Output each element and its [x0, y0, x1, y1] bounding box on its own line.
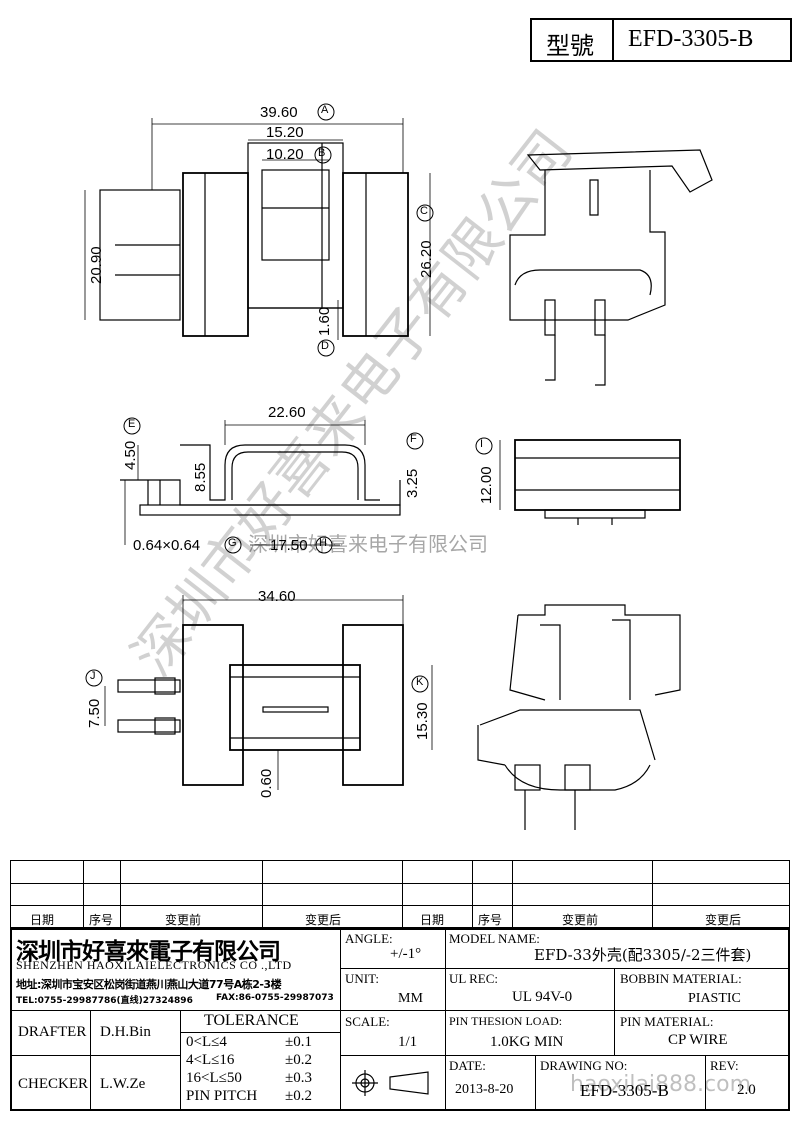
iso-view-bottom [477, 604, 681, 830]
dim-pin-len: 4.50 [122, 440, 139, 470]
dim-pin-section: 0.64×0.64 [133, 537, 201, 554]
rev-header-date-2: 日期 [420, 913, 445, 927]
drafter-value: D.H.Bin [100, 1024, 151, 1040]
tol-val-2: ±0.2 [285, 1052, 312, 1068]
dim-clip-width: 22.60 [268, 404, 306, 421]
checker-value: L.W.Ze [100, 1076, 146, 1092]
mark-b: B [318, 147, 326, 159]
rev-label: REV: [710, 1058, 739, 1073]
mark-j: J [90, 670, 96, 682]
mark-h: H [319, 537, 327, 549]
watermark-url: haoxilai888.com [570, 1072, 752, 1097]
dim-left-height: 20.90 [88, 246, 105, 284]
mark-a: A [321, 104, 329, 116]
mark-c: C [420, 205, 428, 217]
date-value: 2013-8-20 [455, 1082, 514, 1097]
dim-slot: 0.60 [258, 768, 275, 798]
bobbin-value: PIASTIC [688, 991, 741, 1006]
tol-range-3: 16<L≤50 [186, 1070, 242, 1086]
revision-table [10, 860, 790, 928]
tol-range-2: 4<L≤16 [186, 1052, 235, 1068]
dim-top-width: 39.60 [260, 104, 298, 121]
angle-label: ANGLE: [345, 931, 393, 946]
model-name-label: MODEL NAME: [449, 931, 540, 946]
rev-header-before-2: 变更前 [562, 913, 599, 927]
rev-header-seq-2: 序号 [478, 913, 503, 927]
company-name-en: SHENZHEN HAOXILAIELECTRONICS CO .,LTD [16, 958, 292, 972]
rev-header-after-2: 变更后 [705, 913, 742, 927]
mark-e: E [128, 418, 136, 430]
tol-range-4: PIN PITCH [186, 1088, 258, 1104]
unit-label: UNIT: [345, 971, 380, 986]
mark-d: D [321, 340, 329, 352]
pin-mat-value: CP WIRE [668, 1032, 728, 1048]
dim-pin-pitch: 7.50 [86, 698, 103, 728]
model-header [530, 18, 792, 62]
rev-header-seq-1: 序号 [89, 913, 114, 927]
technical-drawing [84, 103, 713, 830]
rev-header-after-1: 变更后 [305, 913, 342, 927]
drawing-no-value: EFD-3305-B [580, 1081, 669, 1100]
rev-header-date-1: 日期 [30, 913, 55, 927]
mark-i: I [480, 438, 484, 450]
projection-symbol-icon [352, 1070, 429, 1096]
dim-pin-span: 17.50 [270, 537, 308, 554]
ul-label: UL REC: [449, 971, 498, 986]
tol-val-1: ±0.1 [285, 1034, 312, 1050]
title-block [10, 928, 790, 1111]
unit-value: MM [398, 991, 423, 1006]
side-view [499, 439, 681, 525]
iso-view-top [509, 149, 713, 386]
tol-range-1: 0<L≤4 [186, 1034, 227, 1050]
company-name-cn: 深圳市好喜來電子有限公司 [16, 938, 281, 965]
drawing-no-label: DRAWING NO: [540, 1058, 628, 1073]
dim-side-height: 12.00 [478, 466, 495, 504]
mark-k: K [416, 676, 424, 688]
mark-f: F [410, 433, 417, 445]
dim-core-width: 10.20 [266, 146, 304, 163]
drafter-label: DRAFTER [18, 1024, 87, 1040]
top-view [84, 118, 431, 340]
company-fax: FAX:86-0755-29987073 [216, 993, 334, 1003]
dim-gap: 1.60 [316, 306, 333, 336]
model-name-value: EFD-33外壳(配3305/-2三件套) [534, 946, 752, 964]
watermark-horizontal: 深圳市好喜来电子有限公司 [248, 532, 488, 556]
company-address: 地址:深圳市宝安区松岗街道燕川燕山大道77号A栋2-3楼 [16, 978, 282, 991]
pin-mat-label: PIN MATERIAL: [620, 1014, 714, 1029]
bottom-view [104, 595, 433, 790]
pin-load-value: 1.0KG MIN [490, 1034, 564, 1050]
front-view [120, 420, 401, 546]
ul-value: UL 94V-0 [512, 989, 573, 1005]
model-header-divider [612, 18, 614, 62]
model-value: EFD-3305-B [628, 26, 754, 52]
tolerance-label: TOLERANCE [204, 1012, 299, 1029]
rev-header-before-1: 变更前 [165, 913, 202, 927]
bobbin-label: BOBBIN MATERIAL: [620, 971, 742, 986]
dim-clip-side: 3.25 [404, 468, 421, 498]
mark-g: G [228, 537, 237, 549]
rev-value: 2.0 [737, 1082, 756, 1098]
dim-bottom-width: 34.60 [258, 588, 296, 605]
angle-value: +/-1° [390, 946, 422, 962]
model-label: 型號 [546, 32, 594, 60]
tol-val-3: ±0.3 [285, 1070, 312, 1086]
company-tel: TEL:0755-29987786(直线)27324896 [16, 996, 193, 1006]
scale-label: SCALE: [345, 1014, 390, 1029]
checker-label: CHECKER [18, 1076, 89, 1092]
dim-clip-height: 8.55 [192, 462, 209, 492]
scale-value: 1/1 [398, 1034, 418, 1050]
date-label: DATE: [449, 1058, 486, 1073]
pin-load-label: PIN THESION LOAD: [449, 1014, 563, 1028]
dim-inner-width: 15.20 [266, 124, 304, 141]
tol-val-4: ±0.2 [285, 1088, 312, 1104]
dim-bottom-height: 15.30 [414, 702, 431, 740]
